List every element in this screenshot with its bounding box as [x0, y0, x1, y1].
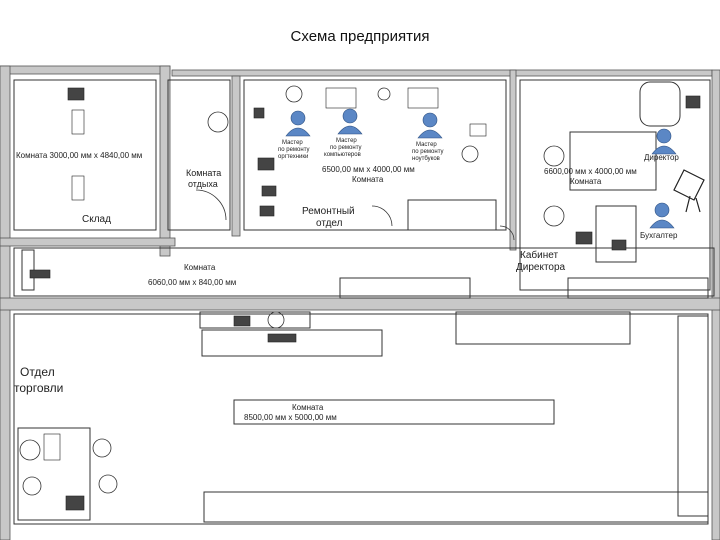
chairs: [19, 85, 565, 496]
master3-line1: Мастер: [416, 142, 437, 148]
otdyh-name-line2: отдыха: [188, 179, 218, 189]
doors: [195, 189, 515, 241]
equipment: [29, 87, 701, 511]
buhgalter-name: Бухгалтер: [640, 231, 678, 240]
master1-line1: Мастер: [282, 140, 303, 146]
interior-lines: [13, 79, 715, 525]
director-size-caption: Комната: [570, 177, 602, 186]
master3-line3: ноутбуков: [412, 156, 440, 162]
director-room-line1: Кабинет: [520, 249, 558, 261]
torgovlya-name-line2: торговли: [14, 381, 63, 395]
sklad-size-label: Комната 3000,00 мм x 4840,00 мм: [16, 151, 142, 160]
person-director-icon: [651, 128, 677, 155]
corridor-size: 6060,00 мм x 840,00 мм: [148, 278, 236, 287]
remont-size-caption: Комната: [352, 175, 384, 184]
torgovlya-name-line1: Отдел: [20, 365, 55, 379]
sklad-name: Склад: [82, 214, 111, 225]
person-master3-icon: [417, 112, 443, 139]
master2-line2: по ремонту: [330, 145, 362, 151]
remont-size-label: 6500,00 мм x 4000,00 мм: [322, 165, 415, 174]
torgovlya-label: Комната: [292, 403, 324, 412]
director-person-name: Директор: [644, 153, 679, 162]
master2-line1: Мастер: [336, 138, 357, 144]
person-master2-icon: [337, 108, 363, 135]
easel-icon: [673, 169, 705, 213]
person-master1-icon: [285, 110, 311, 137]
remont-name-line2: отдел: [316, 218, 343, 229]
torgovlya-size: 8500,00 мм x 5000,00 мм: [244, 413, 337, 422]
director-size-label: 6600,00 мм x 4000,00 мм: [544, 167, 637, 176]
master1-line2: по ремонту: [278, 147, 310, 153]
master1-line3: оргтехники: [278, 154, 308, 160]
page-title: Схема предприятия: [290, 28, 430, 45]
corridor-label: Комната: [184, 263, 216, 272]
walls: [0, 65, 720, 540]
director-room-line2: Директора: [516, 262, 566, 273]
person-buhgalter-icon: [649, 202, 675, 229]
master3-line2: по ремонту: [412, 149, 444, 155]
otdyh-name-line1: Комната: [186, 168, 221, 178]
remont-name-line1: Ремонтный: [302, 206, 355, 217]
master2-line3: компьютеров: [324, 152, 361, 158]
